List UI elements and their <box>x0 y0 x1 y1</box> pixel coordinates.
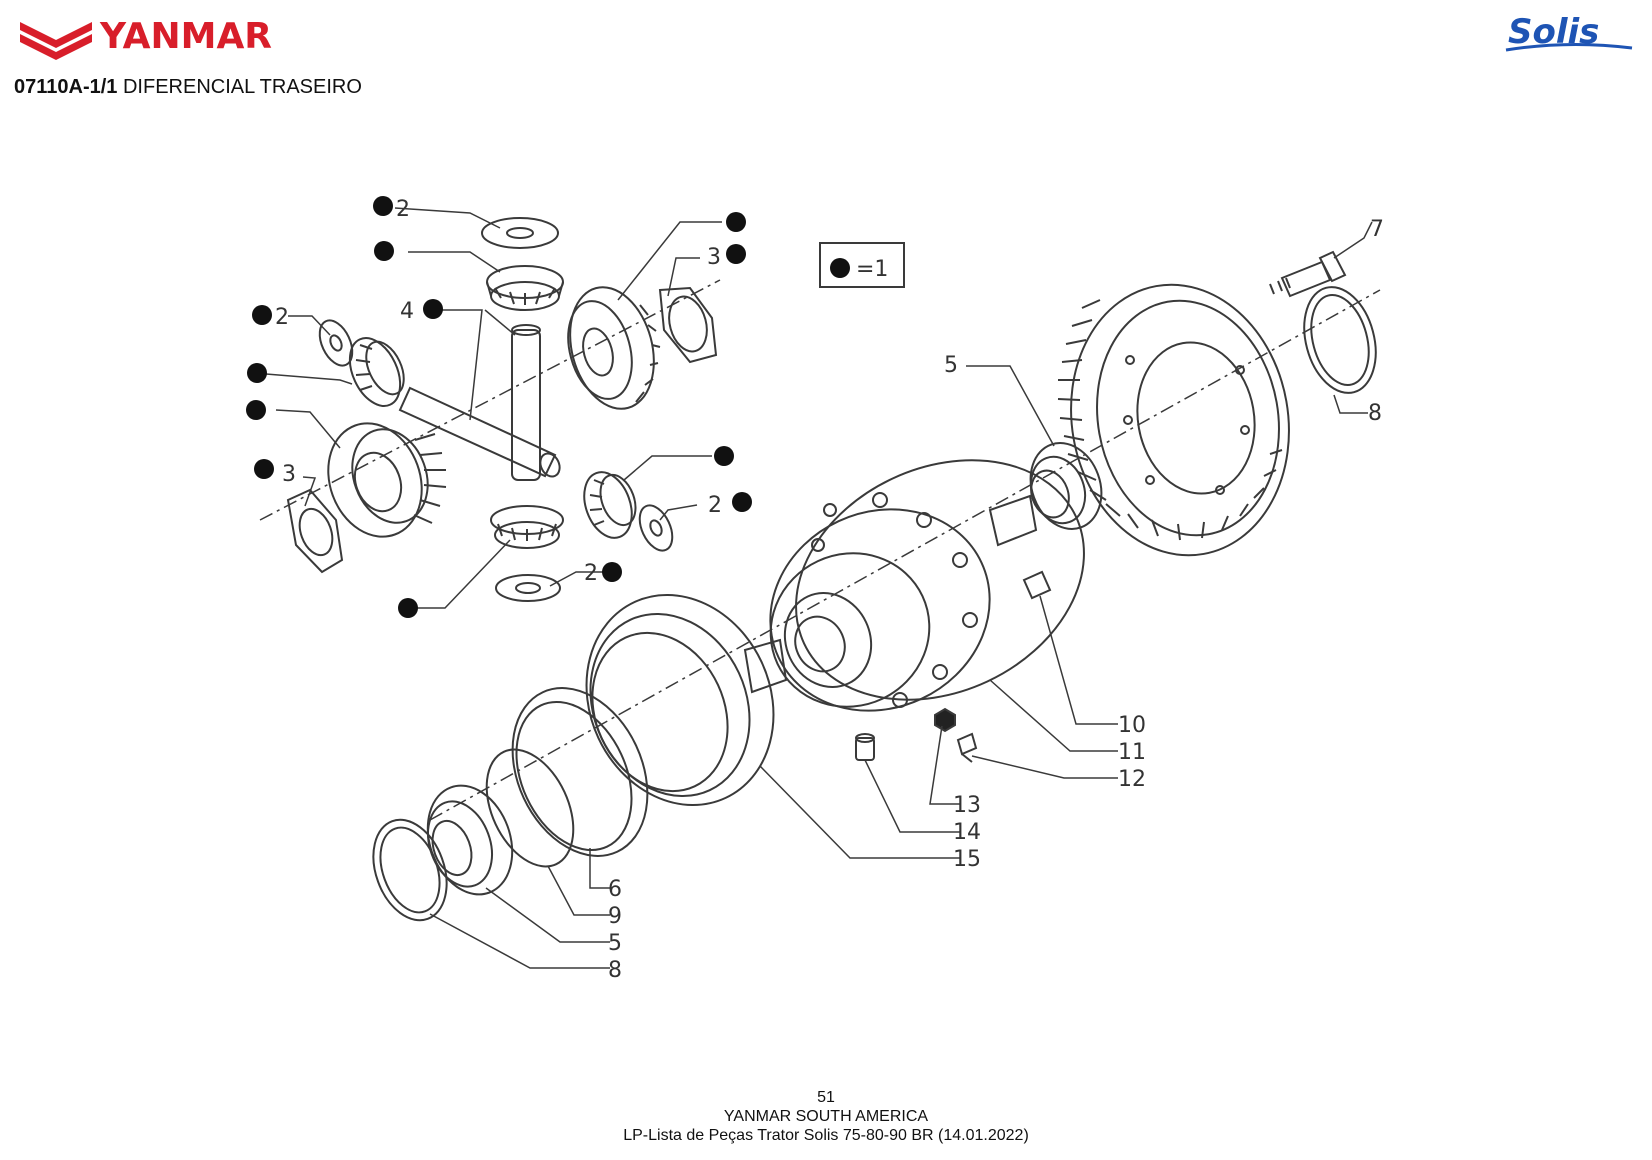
side-gear-left <box>327 422 447 538</box>
retaining-ring-left <box>372 818 448 922</box>
leader-lines <box>265 207 1373 969</box>
page-number: 51 <box>817 1089 835 1106</box>
callout-label: 3 <box>282 462 296 487</box>
plug <box>855 733 875 761</box>
callout-labels: =1 2 2 4 3 7 5 8 3 2 2 10 11 12 13 14 15… <box>275 197 1384 983</box>
yanmar-logo: YANMAR <box>18 16 318 60</box>
differential-case <box>743 459 1085 712</box>
callout-label: 2 <box>708 493 722 518</box>
callout-label: 14 <box>953 820 981 845</box>
pinion-gear-right <box>583 471 637 539</box>
legend-label: =1 <box>856 257 888 282</box>
shim-left <box>286 488 344 574</box>
part-group-code: 07110A-1/1 <box>14 76 118 98</box>
callout-label: 13 <box>953 793 981 818</box>
callout-label: 5 <box>944 353 958 378</box>
callout-label: 2 <box>584 561 598 586</box>
callout-label: 2 <box>396 197 410 222</box>
callout-label: 6 <box>608 877 622 902</box>
callout-label: 12 <box>1118 767 1146 792</box>
part-group-name: DIFERENCIAL TRASEIRO <box>122 76 362 98</box>
thrust-washer-bottom <box>495 574 561 602</box>
callout-label: 7 <box>1370 217 1384 242</box>
footer-document: LP-Lista de Peças Trator Solis 75-80-90 … <box>623 1127 1029 1144</box>
callout-label: 4 <box>400 299 414 324</box>
retaining-ring-right <box>1303 286 1377 394</box>
callout-label: 15 <box>953 847 981 872</box>
thrust-washer-left <box>318 319 354 367</box>
callout-label: 9 <box>608 904 622 929</box>
cap-screw <box>956 732 978 763</box>
callout-markers <box>246 196 850 618</box>
pinion-gear-bottom <box>490 505 564 549</box>
callout-label: 3 <box>707 245 721 270</box>
callout-label: 5 <box>608 931 622 956</box>
yanmar-chevron-icon <box>20 22 92 60</box>
solis-swoosh-icon <box>1505 42 1633 52</box>
ring-gear-bolt <box>1269 250 1347 298</box>
dowel-pin <box>1022 570 1052 600</box>
side-gear-right <box>567 286 661 410</box>
yanmar-wordmark: YANMAR <box>100 16 273 57</box>
thrust-washer-top <box>481 217 559 249</box>
lock-nut <box>934 707 956 733</box>
clutch-ring <box>585 593 775 807</box>
legend-box <box>819 242 905 288</box>
circlip <box>485 748 575 868</box>
bearing-right <box>1029 442 1103 530</box>
solis-logo: Solis <box>1498 10 1638 54</box>
bearing-left <box>426 784 514 896</box>
callout-label: 8 <box>608 958 622 983</box>
callout-label: 10 <box>1118 713 1146 738</box>
pinion-gear-left <box>348 337 405 407</box>
callout-label: 11 <box>1118 740 1146 765</box>
callout-label: 8 <box>1368 401 1382 426</box>
crown-ring-gear <box>1057 283 1290 557</box>
pinion-gear-top <box>486 265 564 311</box>
footer-company: YANMAR SOUTH AMERICA <box>723 1108 929 1125</box>
solis-wordmark: Solis <box>1508 12 1600 52</box>
shim-right <box>658 286 718 364</box>
callout-label: 2 <box>275 305 289 330</box>
thrust-washer-right <box>638 504 674 552</box>
spacer-ring <box>511 687 649 857</box>
page-title: 07110A-1/1 DIFERENCIAL TRASEIRO <box>14 76 362 99</box>
cross-shaft <box>398 324 561 481</box>
